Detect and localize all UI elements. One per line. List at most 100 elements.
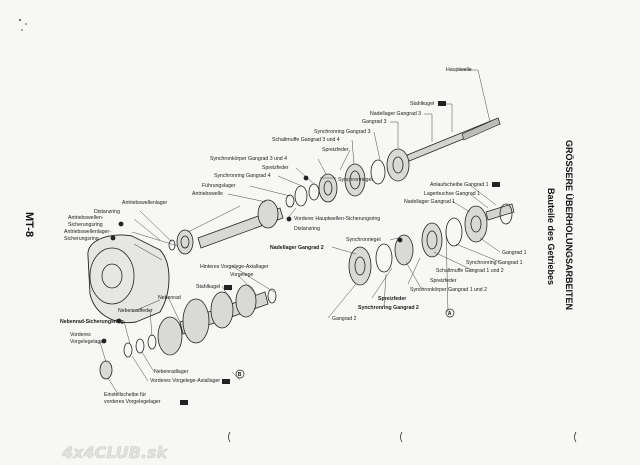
sicherungsring-c <box>123 342 133 358</box>
nebenradfeder-spring <box>147 334 157 350</box>
scan-marks <box>19 19 577 443</box>
vorgelege-gear-1 <box>235 284 257 318</box>
part-labels: Hauptwelle Stahlkugel Nadellager Gangrad… <box>60 67 527 405</box>
synchronring-g1-ring <box>445 217 463 247</box>
x-symbol-aw-sicherungsring <box>118 221 124 227</box>
badge-stahlkugel-bottom <box>224 285 232 290</box>
label-antriebswelle: Antriebswelle <box>192 191 223 197</box>
badge-anlaufscheibe <box>492 182 500 187</box>
gangrad2-gear <box>348 246 372 286</box>
synchronring-g3-ring <box>370 159 386 185</box>
label-distanzring-mid: Distanzring <box>294 226 320 232</box>
label-spreizfeder-right: Spreizfeder <box>430 278 457 284</box>
label-einstellscheibe-1: Einstellscheibe für <box>104 392 146 398</box>
label-awl-sicherungsring-1: Antriebswellenlager- <box>64 229 111 235</box>
hinteres-lager-ring <box>267 288 277 304</box>
housing-body <box>87 234 170 324</box>
label-hauptwelle: Hauptwelle <box>446 67 472 73</box>
label-schaltmuffe-12: Schaltmuffe Gangrad 1 und 2 <box>436 268 504 274</box>
label-synchronriegel-top: Synchronriegel <box>338 177 373 183</box>
label-nebenrad-sicherungsring: Nebenrad-Sicherungsring <box>60 319 124 325</box>
front-housing <box>87 234 170 324</box>
fuehrungslager-bearing <box>285 194 295 208</box>
synchronkoerper-12-hub <box>394 234 414 266</box>
housing-rib-2 <box>131 299 161 313</box>
label-synchronkoerper-12: Synchronkörper Gangrad 1 und 2 <box>410 287 487 293</box>
label-distanzring-left: Distanzring <box>94 209 120 215</box>
marker-a-circle <box>445 308 455 318</box>
marker-b-circle <box>235 369 245 379</box>
label-einstellscheibe-2: vorderes Vorgelegelager <box>104 399 161 405</box>
label-vorderer-sicherungsring: Vorderer Hauptwellen-Sicherungsring <box>294 216 380 222</box>
label-synchronring-g1: Synchronring Gangrad 1 <box>466 260 523 266</box>
antriebswellenlager-inner <box>180 235 190 249</box>
badge-stahlkugel-top <box>438 101 446 106</box>
vorderes-vorgelegelager-bearing <box>99 360 113 380</box>
label-spreizfeder-bottom: Spreizfeder <box>378 296 406 302</box>
badge-einstellscheibe <box>180 400 188 405</box>
label-synchronring-g2: Synchronring Gangrad 2 <box>358 305 419 311</box>
gangrad1-hub <box>470 215 482 233</box>
symbol-badges: A B <box>101 101 500 405</box>
antriebswellenlager-bearing <box>176 229 194 255</box>
label-nadellager-g3: Nadellager Gangrad 3 <box>370 111 421 117</box>
label-awl-sicherungsring-2: Sicherungsring <box>64 236 99 242</box>
spreizfeder-mid-spring <box>308 183 320 201</box>
label-gangrad1: Gangrad 1 <box>502 250 527 256</box>
synchronring-g4-ring <box>294 185 308 207</box>
nebenradlager-ring <box>135 338 145 354</box>
label-spreizfeder-mid: Spreizfeder <box>262 165 289 171</box>
gangrad1-gear <box>464 205 488 243</box>
label-stahlkugel-bottom: Stahlkugel <box>196 284 220 290</box>
label-aw-sicherungsring-1: Antriebswellen- <box>68 215 104 221</box>
schaltmuffe-12-sleeve <box>421 222 443 258</box>
label-vorderes-vorgelegelager-1: Vorderes <box>70 332 91 338</box>
label-vorderes-vorgelege-axiallager: Vorderes Vorgelege-Axiallager <box>150 378 220 384</box>
label-gangrad3: Gangrad 3 <box>362 119 387 125</box>
label-anlaufscheibe-g1: Anlaufscheibe Gangrad 1 <box>430 182 489 188</box>
gangrad2-hub <box>354 256 366 276</box>
x-symbol-awl-sicherungsring <box>110 235 116 241</box>
label-nebenrad: Nebenrad <box>158 295 181 301</box>
synchronkoerper-34-hub <box>318 173 338 203</box>
label-nebenradfeder: Nebenradfeder <box>118 308 153 314</box>
countershaft-assembly <box>99 284 277 380</box>
label-synchronriegel-right: Synchronriegel <box>346 237 381 243</box>
watermark: 4x4CLUB.sk <box>61 443 168 462</box>
label-fuehrungslager: Führungslager <box>202 183 236 189</box>
label-synchronring-g4: Synchronring Gangrad 4 <box>214 173 271 179</box>
label-vorderes-vorgelegelager-2: Vorgelegelager <box>70 339 105 345</box>
label-vorgelege: Vorgelege <box>230 272 253 278</box>
synchronkoerper-34-bore <box>323 180 333 196</box>
hauptwelle-spline <box>461 117 501 141</box>
gangrad3-hub <box>392 156 404 174</box>
lower-right-gearset <box>348 203 515 286</box>
x-symbol-sync-right <box>397 237 403 243</box>
schaltmuffe-34-bore <box>349 170 361 190</box>
side-title-main: GRÖSSERE ÜBERHOLUNGSARBEITEN <box>564 140 574 310</box>
page-code: MT-8 <box>23 212 35 237</box>
label-lagerbuchse-g1: Lagerbuchse Gangrad 1 <box>424 191 480 197</box>
anlaufscheibe-g1-washer <box>499 203 513 225</box>
label-synchronring-g3: Synchronring Gangrad 3 <box>314 129 371 135</box>
vorgelege-gear-3 <box>182 298 210 344</box>
marker-a-text: A <box>448 311 452 317</box>
label-aw-sicherungsring-2: Sicherungsring <box>68 222 103 228</box>
marker-b-text: B <box>238 372 242 378</box>
label-gangrad2: Gangrad 2 <box>332 316 357 322</box>
label-antriebswellenlager: Antriebswellenlager <box>122 200 168 206</box>
synchronring-g2-ring <box>375 243 393 273</box>
x-symbol-sicherungsring <box>286 216 292 222</box>
side-title-sub: Bauteile des Getriebes <box>546 188 556 285</box>
badge-vorderes-axiallager <box>222 379 230 384</box>
x-symbol-nebenrad-sicherungsring <box>116 318 122 324</box>
housing-bore <box>101 263 123 289</box>
housing-flange <box>89 247 135 305</box>
input-shaft-assembly <box>168 199 284 255</box>
label-schaltmuffe-34: Schaltmuffe Gangrad 3 und 4 <box>272 137 340 143</box>
antriebswelle-gear <box>257 199 279 229</box>
label-hinteres-vorgelege-lager: Hinteres Vorgelege-Axiallager <box>200 264 269 270</box>
label-nadellager-g2: Nadellager Gangrad 2 <box>270 245 324 251</box>
label-spreizfeder-top: Spreizfeder <box>322 147 349 153</box>
